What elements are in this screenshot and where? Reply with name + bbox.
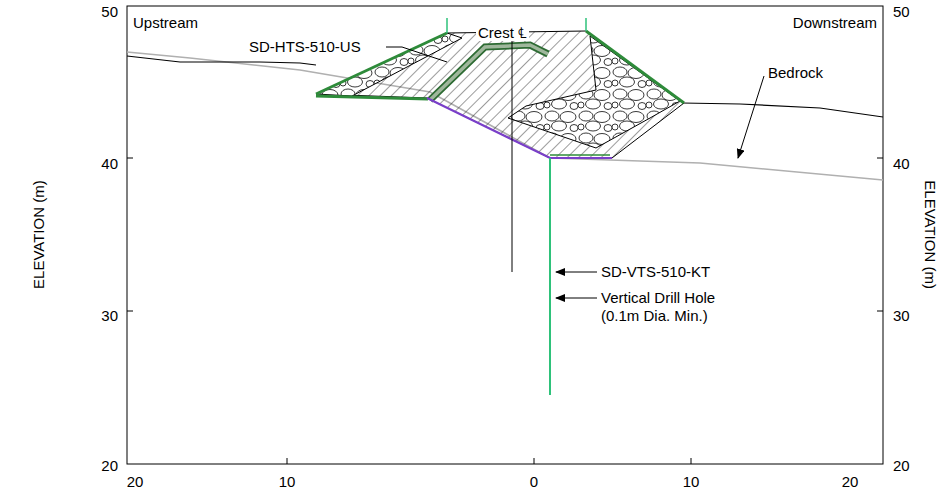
axis-title: ELEVATION (m) <box>921 181 938 290</box>
ground-line <box>682 103 883 117</box>
tick-label: 20 <box>101 457 118 474</box>
downstream-thermosyphon <box>586 31 684 103</box>
note-label: Vertical Drill Hole <box>601 289 715 306</box>
tick-label: 30 <box>101 307 118 324</box>
region-label: Upstream <box>133 14 198 31</box>
vertical-thermosyphon <box>549 158 551 395</box>
axis-title: ELEVATION (m) <box>29 181 46 290</box>
leader-arrow <box>738 76 764 158</box>
part-label: SD-HTS-510-US <box>249 38 361 55</box>
plot-frame <box>127 6 883 464</box>
cutoff-line <box>550 154 610 156</box>
dam-core <box>345 31 684 158</box>
leader-arrow <box>556 298 597 299</box>
tick-label: 40 <box>101 155 118 172</box>
centerline <box>512 40 513 272</box>
tick-label: 20 <box>893 457 910 474</box>
base-thermosyphon <box>316 96 428 99</box>
tick-label: 0 <box>530 473 538 490</box>
axis-ticks <box>127 158 883 464</box>
leader-arrow <box>556 272 597 273</box>
base-liner <box>427 98 612 158</box>
downstream-rockfill <box>508 36 680 148</box>
crest-marker <box>585 18 587 31</box>
tick-label: 20 <box>127 473 144 490</box>
tick-label: 10 <box>279 473 296 490</box>
part-label: Bedrock <box>768 64 823 81</box>
crest-marker <box>446 18 448 33</box>
hts-pipe-core <box>430 45 548 100</box>
tick-label: 40 <box>893 155 910 172</box>
ground-line <box>127 56 316 65</box>
part-label: SD-VTS-510-KT <box>601 263 710 280</box>
tick-label: 20 <box>842 473 859 490</box>
region-label: Downstream <box>793 14 877 31</box>
tick-label: 50 <box>101 3 118 20</box>
hts-pipe <box>430 45 548 100</box>
leader-line <box>386 47 447 62</box>
crest-label: Crest ℄ <box>476 24 529 41</box>
tick-label: 50 <box>893 3 910 20</box>
tick-label: 10 <box>683 473 700 490</box>
tick-label: 30 <box>893 307 910 324</box>
note-label: (0.1m Dia. Min.) <box>601 307 708 324</box>
